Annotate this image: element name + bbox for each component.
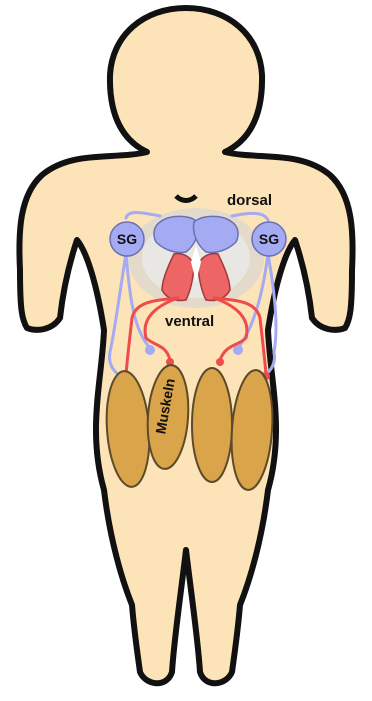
label-ventral: ventral xyxy=(165,313,214,330)
muscle-3 xyxy=(192,368,232,482)
label-ganglion-left: SG xyxy=(117,231,137,247)
body-silhouette xyxy=(19,8,352,683)
label-dorsal: dorsal xyxy=(227,192,272,209)
label-ganglion-right: SG xyxy=(259,231,279,247)
